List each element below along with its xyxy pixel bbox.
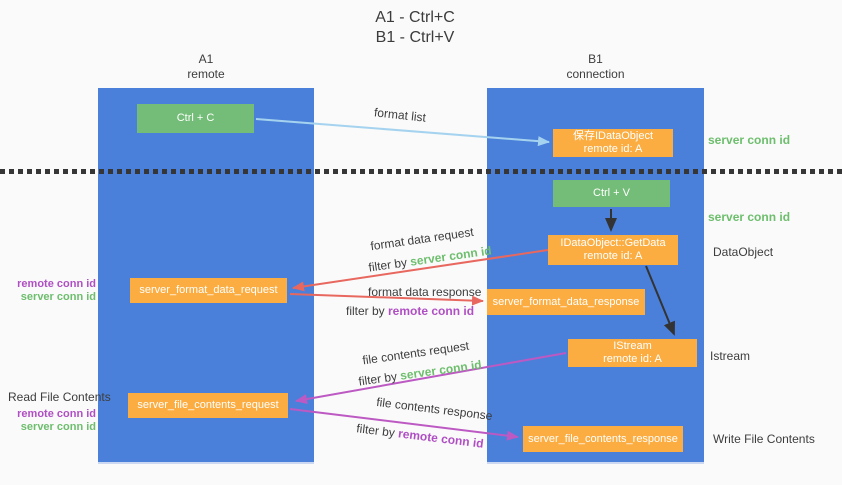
edge-label-format-data-response: format data response — [368, 285, 482, 299]
filter-server-conn-id: server conn id — [409, 243, 493, 269]
title-line-2: B1 - Ctrl+V — [375, 29, 455, 46]
node-save-idataobject-line1: 保存IDataObject — [572, 130, 654, 142]
node-istream-line1: IStream — [613, 340, 652, 352]
annotation-read-file-contents: Read File Contents — [8, 390, 111, 404]
lane-a1-title: A1 — [198, 52, 214, 66]
filter-by-text: filter by — [367, 254, 412, 275]
annotation-server-conn-id-top: server conn id — [708, 133, 791, 147]
filter-remote-conn-id: remote conn id — [388, 304, 475, 318]
dotted-divider-line — [0, 169, 842, 174]
annotation-dataobject: DataObject — [713, 245, 774, 259]
node-ctrl-c-label: Ctrl + C — [176, 112, 215, 124]
node-idataobject-getdata: IDataObject::GetData remote id: A — [548, 235, 678, 265]
edge-label-filter-remote-2: filter by remote conn id — [356, 421, 485, 450]
node-save-idataobject-line2: remote id: A — [583, 143, 643, 155]
node-file-response-label: server_file_contents_response — [528, 432, 678, 445]
node-format-response-label: server_format_data_response — [492, 295, 640, 308]
lane-header-b1: B1 connection — [487, 52, 704, 82]
filter-server-conn-id: server conn id — [399, 357, 483, 383]
filter-by-text: filter by — [357, 368, 402, 389]
annotation-istream: Istream — [710, 349, 751, 363]
node-istream-line2: remote id: A — [603, 353, 662, 365]
annotation-server-conn-id-1: server conn id — [20, 291, 96, 303]
edge-label-filter-remote-1: filter by remote conn id — [346, 304, 474, 318]
node-ctrl-v-label: Ctrl + V — [593, 187, 630, 199]
node-getdata-line1: IDataObject::GetData — [560, 237, 666, 249]
annotation-conn-ids-file: remote conn id server conn id — [8, 408, 96, 434]
title-line-1: A1 - Ctrl+C — [375, 9, 455, 26]
lane-header-a1: A1 remote — [98, 52, 314, 82]
annotation-server-conn-id-2: server conn id — [20, 421, 96, 433]
node-ctrl-c: Ctrl + C — [137, 104, 254, 133]
node-server-format-data-request: server_format_data_request — [130, 278, 287, 303]
filter-by-text: filter by — [346, 304, 389, 318]
node-getdata-line2: remote id: A — [583, 250, 643, 262]
annotation-server-conn-id-mid: server conn id — [708, 210, 791, 224]
lane-a1-subtitle: remote — [187, 67, 225, 81]
edge-label-format-list: format list — [373, 105, 427, 125]
node-save-idataobject: 保存IDataObject remote id: A — [553, 129, 673, 157]
filter-remote-conn-id: remote conn id — [397, 426, 485, 451]
node-server-file-contents-request: server_file_contents_request — [128, 393, 288, 418]
node-format-request-label: server_format_data_request — [139, 284, 278, 296]
edge-label-file-contents-response: file contents response — [375, 394, 494, 424]
node-file-request-label: server_file_contents_request — [137, 399, 279, 411]
annotation-conn-ids-format: remote conn id server conn id — [8, 278, 96, 304]
node-istream: IStream remote id: A — [568, 339, 697, 367]
annotation-remote-conn-id-1: remote conn id — [17, 278, 96, 290]
node-server-format-data-response: server_format_data_response — [487, 289, 645, 315]
filter-by-text: filter by — [355, 421, 400, 441]
annotation-write-file-contents: Write File Contents — [713, 432, 815, 446]
lane-b1-subtitle: connection — [566, 67, 625, 81]
annotation-remote-conn-id-2: remote conn id — [17, 408, 96, 420]
node-server-file-contents-response: server_file_contents_response — [523, 426, 683, 452]
node-ctrl-v: Ctrl + V — [553, 180, 670, 207]
lane-b1-title: B1 — [588, 52, 603, 66]
diagram-title: A1 - Ctrl+C B1 - Ctrl+V — [330, 8, 500, 48]
